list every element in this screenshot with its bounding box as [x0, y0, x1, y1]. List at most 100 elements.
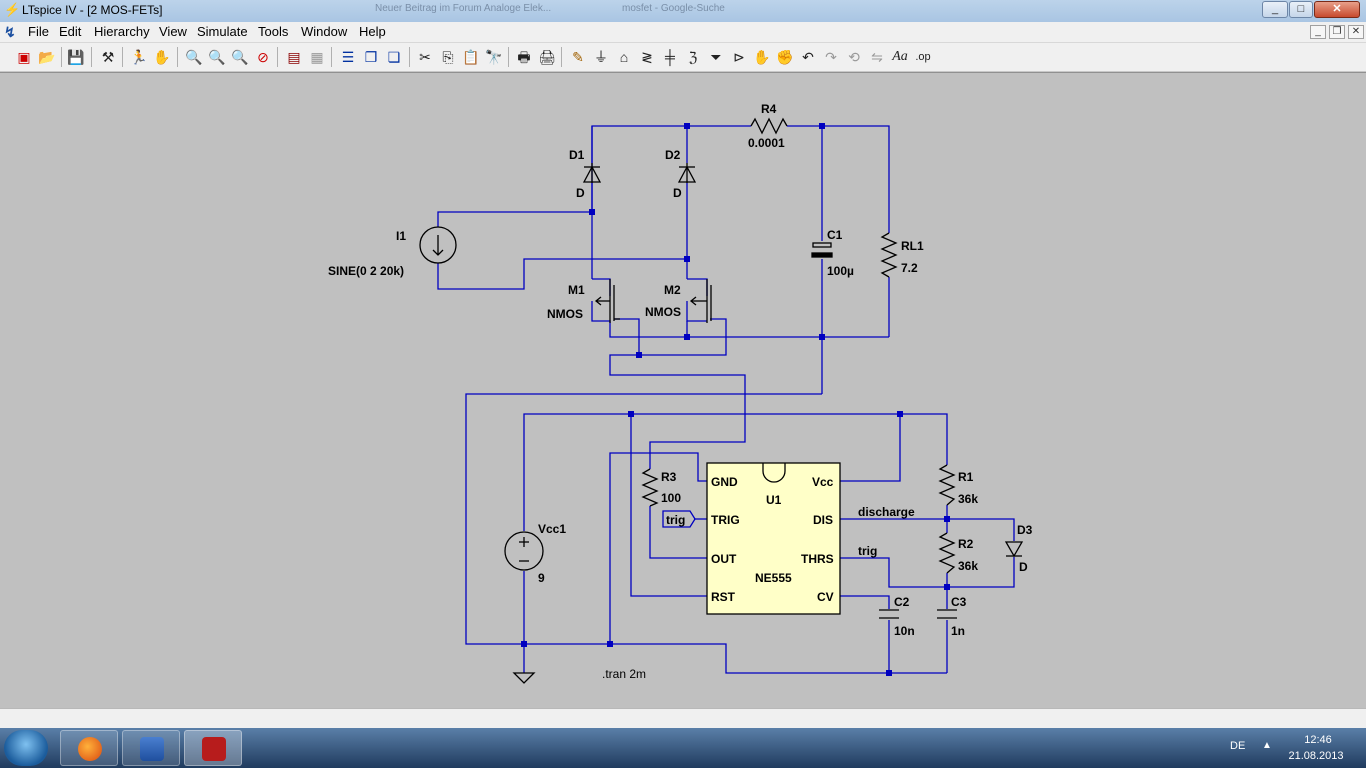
label-r1-name[interactable]: R1 [958, 470, 974, 484]
rotate-icon[interactable]: ⟲ [848, 49, 860, 65]
label-d1-name[interactable]: D1 [569, 148, 585, 162]
taskbar-word[interactable] [122, 730, 180, 766]
menu-help[interactable]: Help [359, 24, 386, 39]
current-source-i1[interactable] [419, 226, 457, 264]
label-m1-value[interactable]: NMOS [547, 307, 583, 321]
menu-file[interactable]: File [28, 24, 49, 39]
spice-directive-tran[interactable]: .tran 2m [602, 667, 646, 681]
label-vcc1-name[interactable]: Vcc1 [538, 522, 566, 536]
net-label-trig-input[interactable]: trig [666, 513, 685, 527]
label-rl1-name[interactable]: RL1 [901, 239, 924, 253]
resistor-r3[interactable] [641, 468, 659, 507]
label-d3-value[interactable]: D [1019, 560, 1028, 574]
menu-view[interactable]: View [159, 24, 187, 39]
nmos-m2[interactable] [689, 279, 712, 323]
resistor-r1[interactable] [938, 464, 956, 506]
document-icon[interactable]: ↯ [4, 24, 16, 40]
mdi-restore-button[interactable]: ❐ [1329, 25, 1345, 39]
clock-date[interactable]: 21.08.2013 [1288, 750, 1344, 762]
inductor-icon[interactable]: ℨ [688, 49, 698, 65]
menu-hierarchy[interactable]: Hierarchy [94, 24, 150, 39]
label-rl1-value[interactable]: 7.2 [901, 261, 918, 275]
run-icon[interactable]: 🏃 [130, 49, 148, 65]
halt-icon[interactable]: ✋ [153, 49, 171, 65]
capacitor-icon[interactable]: ╪ [665, 49, 675, 65]
net-label-trig[interactable]: trig [858, 544, 877, 558]
autorange-icon[interactable]: ▤ [287, 49, 301, 65]
label-net-icon[interactable]: ⌂ [619, 49, 629, 65]
label-c1-name[interactable]: C1 [827, 228, 843, 242]
label-r4-value[interactable]: 0.0001 [748, 136, 785, 150]
taskbar-ltspice[interactable] [184, 730, 242, 766]
label-c3-name[interactable]: C3 [951, 595, 967, 609]
mdi-close-button[interactable]: ✕ [1348, 25, 1364, 39]
print-icon[interactable]: 🖨 [538, 49, 556, 65]
redo-icon[interactable]: ↷ [825, 49, 837, 65]
resistor-r2[interactable] [938, 532, 956, 574]
label-u1-name[interactable]: U1 [766, 493, 782, 507]
label-c2-name[interactable]: C2 [894, 595, 910, 609]
resistor-icon[interactable]: ≷ [641, 49, 653, 65]
cut-icon[interactable]: ✂ [419, 49, 431, 65]
minimize-button[interactable]: _ [1262, 1, 1288, 18]
new-schematic-icon[interactable]: ▣ [17, 49, 31, 65]
cascade-icon[interactable]: ❐ [364, 49, 378, 65]
zoom-out-icon[interactable]: 🔍 [231, 49, 249, 65]
label-r1-value[interactable]: 36k [958, 492, 978, 506]
net-flag-trig[interactable] [662, 510, 696, 528]
text-icon[interactable]: Aa [892, 49, 908, 64]
maximize-button[interactable]: □ [1289, 1, 1313, 18]
ground-icon[interactable]: ⏚ [594, 49, 608, 65]
label-r2-name[interactable]: R2 [958, 537, 974, 551]
resistor-rl1[interactable] [880, 232, 898, 278]
label-r4-name[interactable]: R4 [761, 102, 777, 116]
zoom-cancel-icon[interactable]: ⊘ [257, 49, 269, 65]
voltage-source-vcc1[interactable] [504, 531, 544, 571]
menu-simulate[interactable]: Simulate [197, 24, 248, 39]
diode-d2[interactable] [677, 163, 697, 183]
menu-window[interactable]: Window [301, 24, 348, 39]
label-d1-value[interactable]: D [576, 186, 585, 200]
print-setup-icon[interactable]: 🖶 [517, 49, 531, 65]
schematic-drawing[interactable]: R4 0.0001 D1 D D2 D C1 100µ RL1 7.2 I1 S… [0, 73, 1366, 709]
tray-expand-icon[interactable]: ▲ [1262, 740, 1272, 751]
menu-tools[interactable]: Tools [258, 24, 289, 39]
draw-wire-icon[interactable]: ✎ [572, 49, 584, 65]
capacitor-c2[interactable] [879, 609, 899, 619]
ground-symbol[interactable] [512, 672, 536, 684]
control-panel-icon[interactable]: ⚒ [101, 49, 115, 65]
find-icon[interactable]: 🔭 [485, 49, 503, 65]
close-button[interactable]: ✕ [1314, 1, 1360, 18]
open-icon[interactable]: 📂 [38, 49, 56, 65]
save-icon[interactable]: 💾 [67, 49, 85, 65]
diode-d3[interactable] [1004, 541, 1024, 558]
label-m2-name[interactable]: M2 [664, 283, 681, 297]
label-d2-value[interactable]: D [673, 186, 682, 200]
label-i1-name[interactable]: I1 [396, 229, 406, 243]
label-c3-value[interactable]: 1n [951, 624, 965, 638]
diode-icon[interactable]: ⏷ [710, 49, 722, 65]
copy-icon[interactable]: ⎘ [442, 49, 454, 65]
label-r3-value[interactable]: 100 [661, 491, 681, 505]
resistor-r4[interactable] [750, 117, 788, 135]
schematic-canvas[interactable]: R4 0.0001 D1 D D2 D C1 100µ RL1 7.2 I1 S… [0, 72, 1366, 709]
paste-icon[interactable]: 📋 [462, 49, 480, 65]
ic-u1-ne555[interactable] [706, 462, 841, 615]
taskbar-firefox[interactable] [60, 730, 118, 766]
label-r2-value[interactable]: 36k [958, 559, 978, 573]
label-u1-value[interactable]: NE555 [755, 571, 792, 585]
language-indicator[interactable]: DE [1230, 740, 1246, 752]
capacitor-c1[interactable] [811, 242, 833, 258]
zoom-pan-icon[interactable]: 🔍 [208, 49, 226, 65]
tile-horizontal-icon[interactable]: ☰ [341, 49, 355, 65]
mdi-minimize-button[interactable]: _ [1310, 25, 1326, 39]
menu-edit[interactable]: Edit [59, 24, 82, 39]
label-vcc1-value[interactable]: 9 [538, 571, 545, 585]
nmos-m1[interactable] [594, 279, 620, 323]
label-m1-name[interactable]: M1 [568, 283, 585, 297]
spice-directive-icon[interactable]: .op [915, 51, 931, 63]
view-netlist-icon[interactable]: ▦ [310, 49, 324, 65]
net-label-discharge[interactable]: discharge [858, 505, 915, 519]
component-icon[interactable]: ⊳ [733, 49, 745, 65]
label-d2-name[interactable]: D2 [665, 148, 681, 162]
